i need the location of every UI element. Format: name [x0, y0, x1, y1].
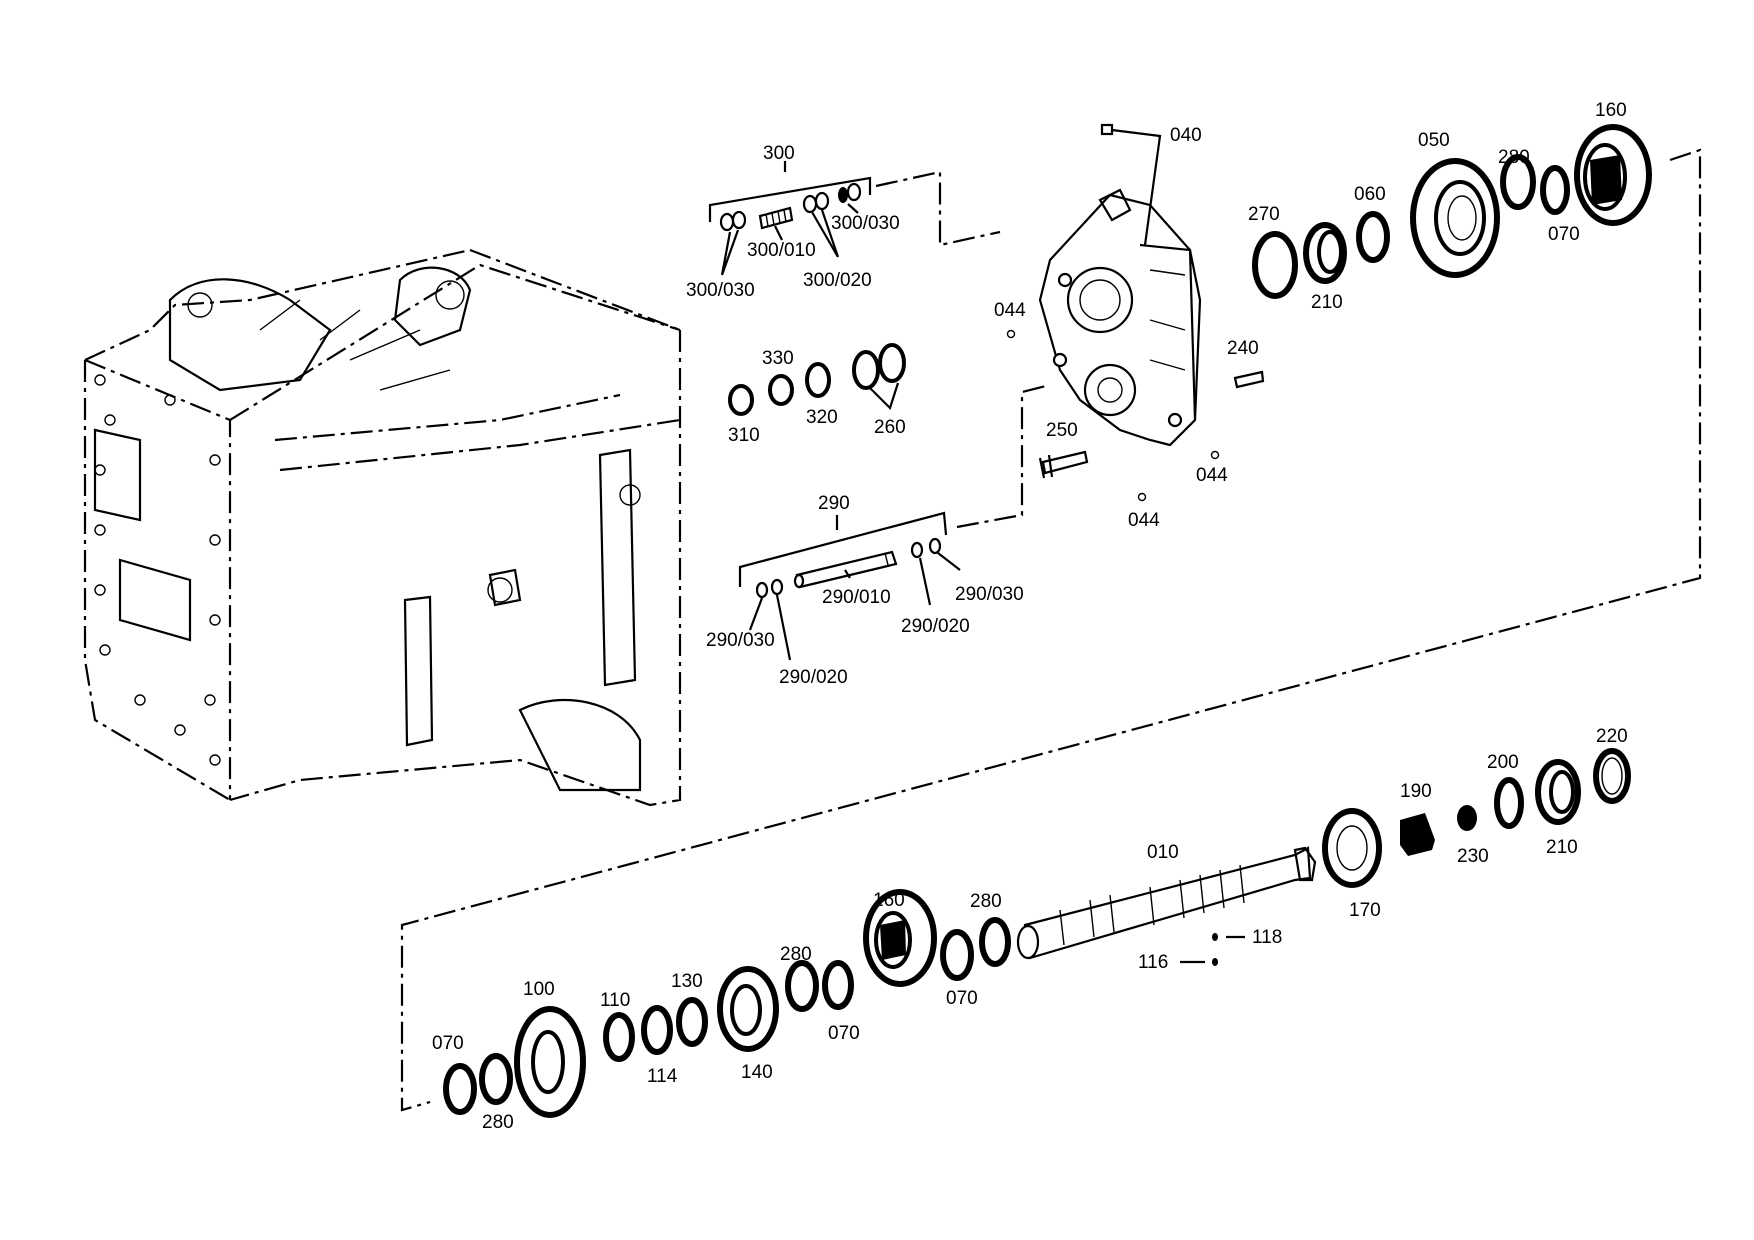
- label-070-c: 070: [828, 1023, 860, 1044]
- label-160-a: 160: [1595, 100, 1627, 121]
- label-070-a: 070: [1548, 224, 1580, 245]
- group-290: 290 290/030 290/020 290/010 290/020 290/…: [706, 493, 1024, 688]
- lower-right-parts: 170 190 230 200 210 220: [1322, 726, 1631, 921]
- label-250: 250: [1046, 420, 1078, 441]
- label-200: 200: [1487, 752, 1519, 773]
- label-290: 290: [818, 493, 850, 514]
- label-160-b: 160: [873, 890, 905, 911]
- label-290-010: 290/010: [822, 587, 891, 608]
- label-290-030-b: 290/030: [955, 584, 1024, 605]
- label-230: 230: [1457, 846, 1489, 867]
- label-270: 270: [1248, 204, 1280, 225]
- label-044-c: 044: [1128, 510, 1160, 531]
- label-300-020: 300/020: [803, 270, 872, 291]
- label-070-d: 070: [432, 1033, 464, 1054]
- upper-right-parts: 270 210 060 050 280 070 160: [1248, 100, 1652, 313]
- label-060: 060: [1354, 184, 1386, 205]
- label-330: 330: [762, 348, 794, 369]
- label-210-a: 210: [1311, 292, 1343, 313]
- label-280-d: 280: [482, 1112, 514, 1133]
- label-010: 010: [1147, 842, 1179, 863]
- label-118: 118: [1252, 927, 1282, 948]
- label-290-020-b: 290/020: [901, 616, 970, 637]
- center-lines: [400, 148, 1702, 1112]
- pump-housing: 040 044 044 044 250 240: [994, 123, 1265, 531]
- main-shaft: 010 118 116: [1016, 842, 1317, 973]
- label-320: 320: [806, 407, 838, 428]
- label-300: 300: [763, 143, 795, 164]
- label-280-b: 280: [970, 891, 1002, 912]
- label-114: 114: [647, 1066, 678, 1087]
- label-290-030-a: 290/030: [706, 630, 775, 651]
- label-240: 240: [1227, 338, 1259, 359]
- label-110: 110: [600, 990, 630, 1011]
- label-310: 310: [728, 425, 760, 446]
- label-300-030-a: 300/030: [686, 280, 755, 301]
- transmission-housing: [83, 248, 682, 807]
- seal-rings-group: 330 310 320 260: [728, 343, 906, 446]
- label-116: 116: [1138, 952, 1168, 973]
- label-140: 140: [741, 1062, 773, 1083]
- label-300-030-b: 300/030: [831, 213, 900, 234]
- group-300: 300 300/030 300/010 300/020 300/030: [686, 143, 900, 301]
- label-050: 050: [1418, 130, 1450, 151]
- label-300-010: 300/010: [747, 240, 816, 261]
- label-040: 040: [1170, 125, 1202, 146]
- label-220: 220: [1596, 726, 1628, 747]
- label-280-a: 280: [1498, 147, 1530, 168]
- label-260: 260: [874, 417, 906, 438]
- label-130: 130: [671, 971, 703, 992]
- label-190: 190: [1400, 781, 1432, 802]
- label-044-b: 044: [1196, 465, 1228, 486]
- label-070-b: 070: [946, 988, 978, 1009]
- label-280-c: 280: [780, 944, 812, 965]
- label-044-a: 044: [994, 300, 1026, 321]
- label-290-020-a: 290/020: [779, 667, 848, 688]
- label-210-b: 210: [1546, 837, 1578, 858]
- lower-left-parts: 160 070 280 280 070 130 140 110 114 100 …: [432, 889, 1011, 1133]
- label-170: 170: [1349, 900, 1381, 921]
- label-100: 100: [523, 979, 555, 1000]
